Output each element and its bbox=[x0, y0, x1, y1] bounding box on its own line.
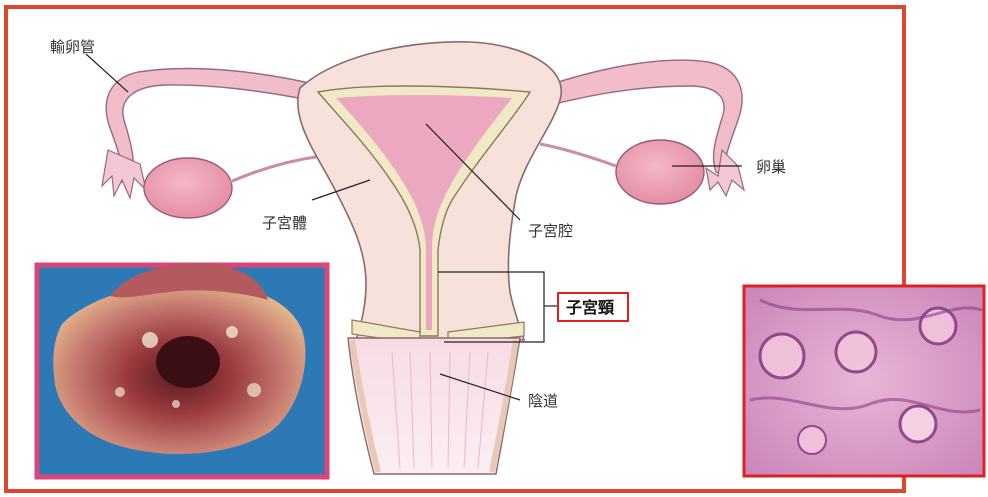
left-ovary bbox=[144, 158, 232, 218]
label-cervix: 子宮頸 bbox=[566, 298, 615, 317]
specimen-os bbox=[156, 336, 220, 388]
histology-image bbox=[744, 286, 984, 476]
cervix-specimen-photo bbox=[37, 264, 327, 477]
label-oviduct: 輸卵管 bbox=[50, 38, 95, 56]
label-uterine-cavity: 子宮腔 bbox=[528, 222, 573, 240]
label-vagina: 陰道 bbox=[528, 392, 558, 410]
label-uterine-body: 子宮體 bbox=[262, 214, 307, 232]
right-ovary bbox=[616, 140, 704, 204]
label-ovary: 卵巢 bbox=[756, 158, 786, 176]
